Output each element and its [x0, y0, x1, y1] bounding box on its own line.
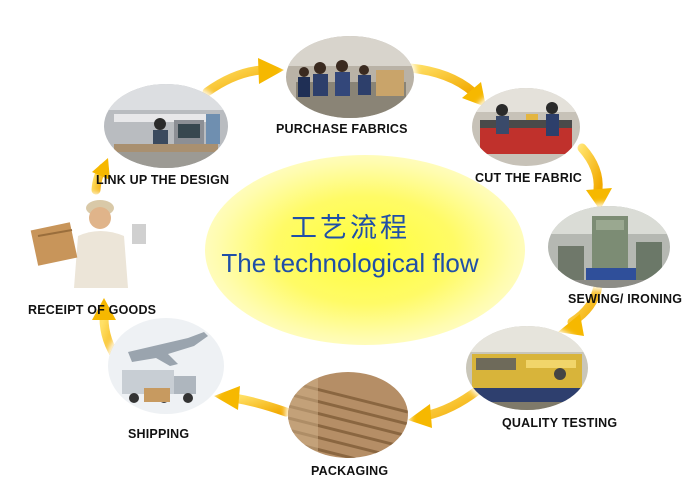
arrowhead-2 — [462, 82, 486, 107]
center-glow — [205, 155, 525, 345]
arrowhead-4 — [558, 314, 584, 336]
step-label-receipt-of-goods: RECEIPT OF GOODS — [28, 303, 157, 317]
cutting-machine-photo — [472, 88, 580, 166]
workers-photo — [286, 36, 414, 118]
step-label-purchase-fabrics: PURCHASE FABRICS — [276, 122, 408, 136]
step-label-sewing-ironing: SEWING/ IRONING — [568, 292, 683, 306]
arrowhead-6 — [214, 386, 240, 410]
arrow-design-to-purchase — [202, 65, 267, 97]
office-photo — [104, 84, 228, 168]
arrowhead-5 — [408, 404, 432, 428]
arrow-testing-to-packaging — [420, 385, 483, 421]
plane-truck-photo — [108, 318, 224, 414]
testing-machine-photo — [466, 326, 588, 410]
cardboard-photo — [288, 372, 408, 458]
arrowhead-8 — [92, 158, 110, 180]
arrowhead-7 — [92, 298, 116, 320]
title-chinese: 工艺流程 — [290, 213, 410, 244]
arrow-cut-to-sewing — [577, 143, 603, 195]
step-label-cut-the-fabric: CUT THE FABRIC — [475, 171, 582, 185]
step-label-link-up-the-design: LINK UP THE DESIGN — [96, 173, 230, 187]
step-label-shipping: SHIPPING — [128, 427, 190, 441]
title-english: The technological flow — [221, 248, 479, 278]
arrowhead-3 — [586, 188, 612, 210]
step-label-packaging: PACKAGING — [311, 464, 389, 478]
arrowhead-1 — [258, 58, 284, 84]
press-machine-photo — [548, 206, 670, 288]
step-label-quality-testing: QUALITY TESTING — [502, 416, 618, 430]
delivery-man-photo — [28, 196, 150, 288]
arrow-purchase-to-cut — [405, 63, 478, 97]
arrow-packaging-to-shipping — [229, 393, 291, 417]
